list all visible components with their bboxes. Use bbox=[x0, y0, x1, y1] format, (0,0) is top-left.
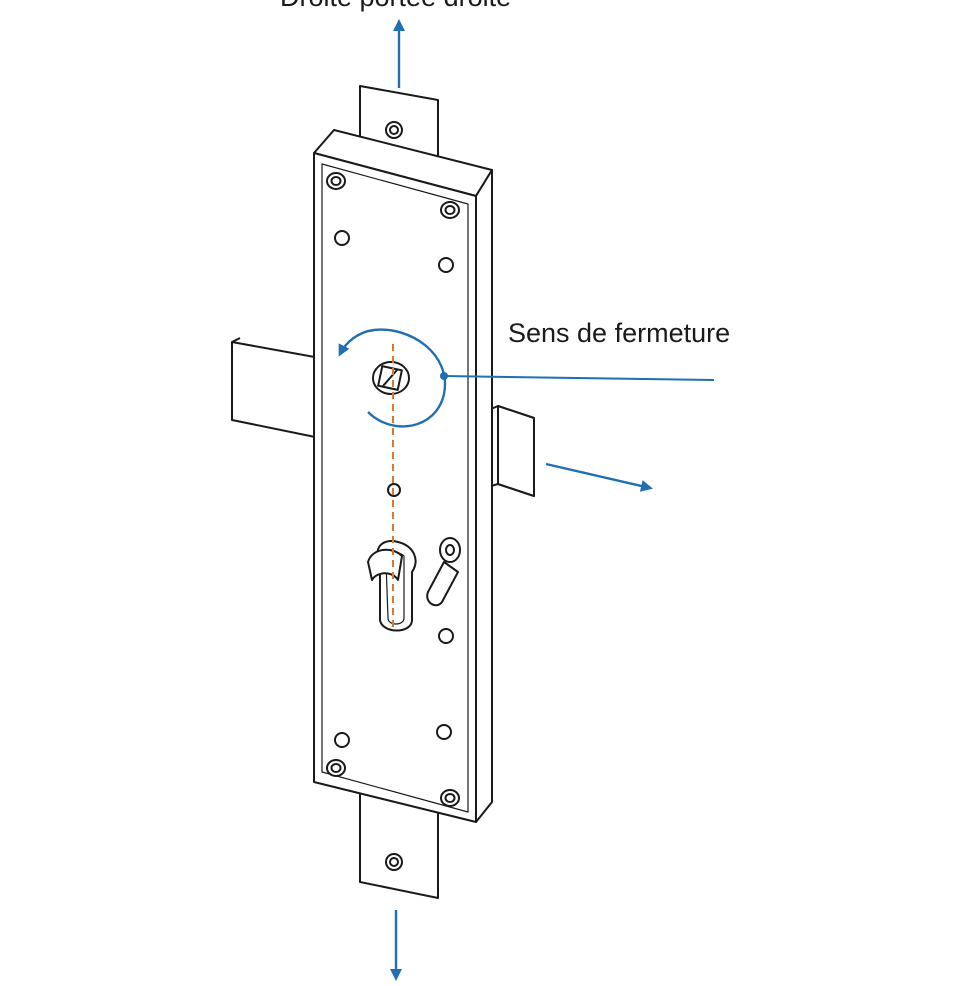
case-side-edge bbox=[475, 169, 493, 823]
bottom-bolt bbox=[359, 789, 439, 899]
screw-holes bbox=[326, 172, 460, 807]
closing-direction-label: Sens de fermeture bbox=[508, 318, 731, 348]
screw-hole-icon bbox=[438, 628, 454, 644]
screw-hole-icon bbox=[438, 257, 454, 273]
left-deadbolt bbox=[231, 337, 321, 439]
arrow-right-icon bbox=[545, 462, 653, 492]
screw-hole-icon bbox=[440, 789, 460, 807]
screw-hole-icon bbox=[326, 759, 346, 777]
right-latch bbox=[483, 405, 535, 497]
screw-hole-icon bbox=[440, 201, 460, 219]
screw-hole-icon bbox=[334, 230, 350, 246]
screw-hole-icon bbox=[436, 724, 452, 740]
closing-direction-leader bbox=[440, 372, 715, 381]
cylinder-hole bbox=[367, 540, 417, 632]
top-label: Droite portée droite bbox=[280, 0, 511, 11]
rotation-arrow-icon bbox=[338, 328, 447, 428]
release-lever bbox=[426, 537, 461, 607]
screw-hole-icon bbox=[334, 732, 350, 748]
square-spindle-hole bbox=[372, 361, 410, 395]
bolt-hole-icon bbox=[385, 121, 403, 139]
bolt-hole-icon bbox=[385, 853, 403, 871]
screw-hole-icon bbox=[326, 172, 346, 190]
